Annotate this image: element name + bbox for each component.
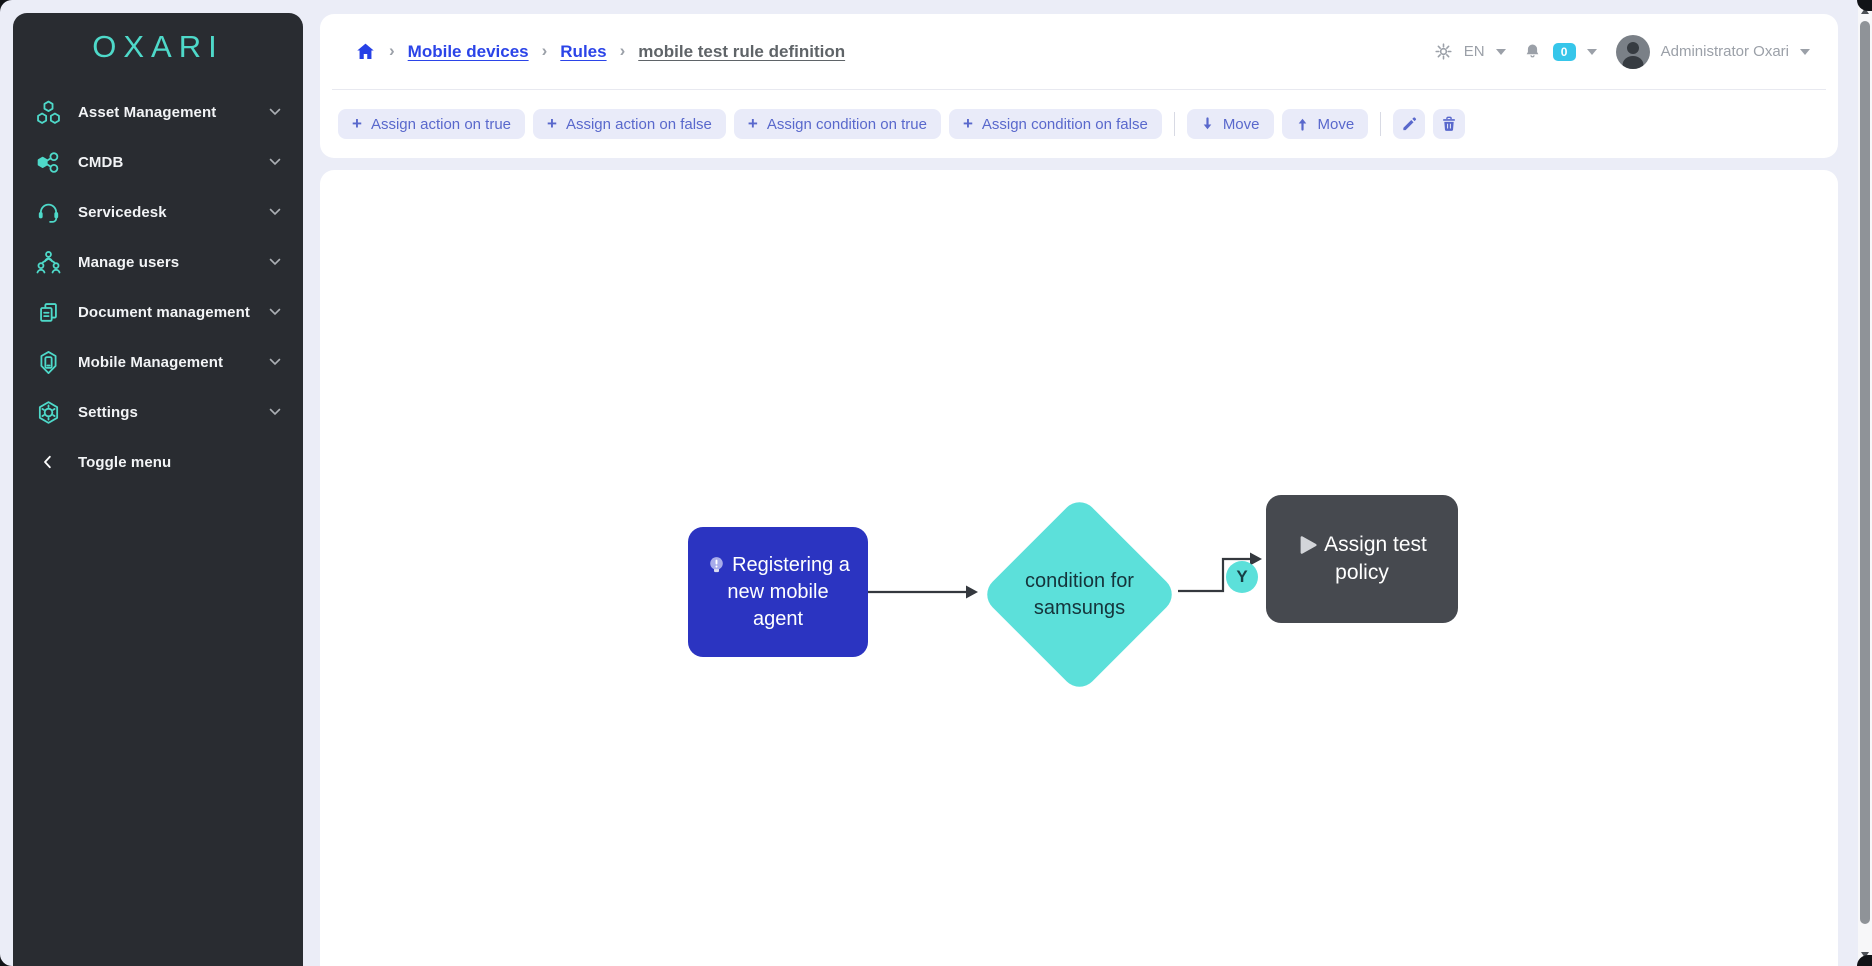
scrollbar — [1858, 0, 1872, 966]
chevron-down-icon[interactable] — [1586, 48, 1597, 55]
sidebar-item-label: Settings — [78, 403, 138, 421]
breadcrumb-separator: › — [389, 40, 395, 60]
condition-node[interactable]: condition for samsungs — [979, 494, 1180, 695]
asset-management-icon — [35, 99, 62, 126]
breadcrumb: › Mobile devices › Rules › mobile test r… — [320, 14, 1838, 89]
bell-icon[interactable] — [1523, 42, 1542, 61]
chevron-down-icon — [269, 308, 281, 316]
avatar[interactable] — [1615, 34, 1650, 69]
action-label-line: policy — [1335, 561, 1389, 584]
assign-condition-on-true-button[interactable]: + Assign condition on true — [733, 109, 941, 139]
sidebar-item-mobile-management[interactable]: Mobile Management — [13, 337, 303, 387]
edit-button[interactable] — [1393, 109, 1426, 139]
assign-action-on-true-button[interactable]: + Assign action on true — [338, 109, 526, 139]
toolbar-divider — [1173, 112, 1175, 136]
sidebar-item-servicedesk[interactable]: Servicedesk — [13, 187, 303, 237]
sidebar-item-label: CMDB — [78, 153, 124, 171]
chevron-down-icon — [269, 358, 281, 366]
chevron-down-icon[interactable] — [1495, 48, 1506, 55]
toolbar-divider — [1380, 112, 1382, 136]
branch-true-badge: Y — [1226, 561, 1258, 593]
trash-icon — [1441, 116, 1457, 132]
breadcrumb-link-rules[interactable]: Rules — [560, 41, 607, 61]
delete-button[interactable] — [1433, 109, 1466, 139]
toggle-menu-button[interactable]: Toggle menu — [13, 437, 303, 487]
sidebar-item-label: Mobile Management — [78, 353, 224, 371]
sidebar-item-settings[interactable]: Settings — [13, 387, 303, 437]
arrowhead — [966, 585, 978, 599]
language-selector[interactable]: EN — [1463, 43, 1485, 60]
cmdb-icon — [35, 149, 62, 176]
condition-label-line: samsungs — [1033, 596, 1126, 619]
breadcrumb-separator: › — [541, 40, 548, 60]
breadcrumb-link-mobile-devices[interactable]: Mobile devices — [407, 41, 529, 61]
servicedesk-icon — [35, 199, 62, 226]
chevron-down-icon — [269, 108, 281, 116]
assign-condition-on-false-button[interactable]: + Assign condition on false — [948, 109, 1162, 139]
trigger-label-line: Registering a — [732, 553, 850, 576]
trigger-node[interactable]: Registering a new mobile agent — [688, 527, 868, 657]
chevron-down-icon[interactable] — [1800, 48, 1810, 55]
move-up-button[interactable]: Move — [1281, 109, 1369, 139]
chevron-down-icon — [269, 158, 281, 166]
assign-action-on-false-button[interactable]: + Assign action on false — [533, 109, 726, 139]
plus-icon: + — [547, 113, 557, 133]
chevron-down-icon — [269, 208, 281, 216]
trigger-label-line: new mobile — [727, 580, 829, 603]
arrow-down-icon — [1201, 117, 1214, 131]
move-down-button[interactable]: Move — [1186, 109, 1274, 139]
manage-users-icon — [35, 249, 62, 276]
sidebar-item-label: Asset Management — [78, 103, 217, 121]
play-icon — [1297, 534, 1319, 556]
sidebar-item-document-management[interactable]: Document management — [13, 287, 303, 337]
breadcrumb-current-page[interactable]: mobile test rule definition — [638, 41, 846, 61]
home-icon[interactable] — [355, 41, 376, 62]
header-divider — [332, 89, 1826, 90]
sidebar-item-label: Manage users — [78, 253, 180, 271]
condition-label-line: condition for — [1025, 569, 1134, 592]
sidebar-item-label: Document management — [78, 303, 250, 321]
chevron-down-icon — [269, 408, 281, 416]
sidebar-item-asset-management[interactable]: Asset Management — [13, 87, 303, 137]
person-icon — [1622, 41, 1644, 69]
sidebar-item-cmdb[interactable]: CMDB — [13, 137, 303, 187]
rule-canvas: Registering a new mobile agent condition… — [320, 170, 1838, 966]
plus-icon: + — [962, 113, 973, 133]
window-corner — [1857, 955, 1872, 966]
header-card: › Mobile devices › Rules › mobile test r… — [320, 14, 1838, 158]
action-node[interactable]: Assign test policy — [1266, 495, 1458, 623]
document-management-icon — [35, 299, 62, 326]
action-label-line: Assign test — [1324, 533, 1427, 556]
breadcrumb-separator: › — [619, 40, 626, 60]
notification-count-badge: 0 — [1552, 42, 1576, 61]
sidebar-item-manage-users[interactable]: Manage users — [13, 237, 303, 287]
sidebar-nav: Asset Management CMDB — [13, 87, 303, 487]
arrow-up-icon — [1296, 117, 1309, 131]
toolbar: + Assign action on true + Assign action … — [320, 90, 1838, 158]
plus-icon: + — [352, 113, 362, 133]
user-name[interactable]: Administrator Oxari — [1660, 43, 1789, 60]
pencil-icon — [1401, 116, 1417, 132]
toggle-menu-label: Toggle menu — [78, 453, 172, 471]
scrollbar-thumb[interactable] — [1860, 21, 1870, 924]
mobile-management-icon — [35, 349, 62, 376]
settings-icon — [35, 399, 62, 426]
sidebar-item-label: Servicedesk — [78, 203, 167, 221]
window-corner — [1857, 0, 1872, 11]
plus-icon: + — [747, 113, 758, 133]
chevron-down-icon — [269, 258, 281, 266]
app-logo: OXARI — [92, 29, 224, 64]
topbar-controls: EN 0 Administrator Oxari — [1434, 14, 1810, 89]
sidebar: OXARI Asset Management — [13, 13, 303, 966]
gear-icon[interactable] — [1434, 42, 1453, 61]
trigger-label-line: agent — [752, 607, 804, 630]
scrollbar-up-arrow[interactable] — [1858, 4, 1872, 18]
lightbulb-icon — [706, 555, 727, 576]
chevron-left-icon — [35, 449, 62, 476]
